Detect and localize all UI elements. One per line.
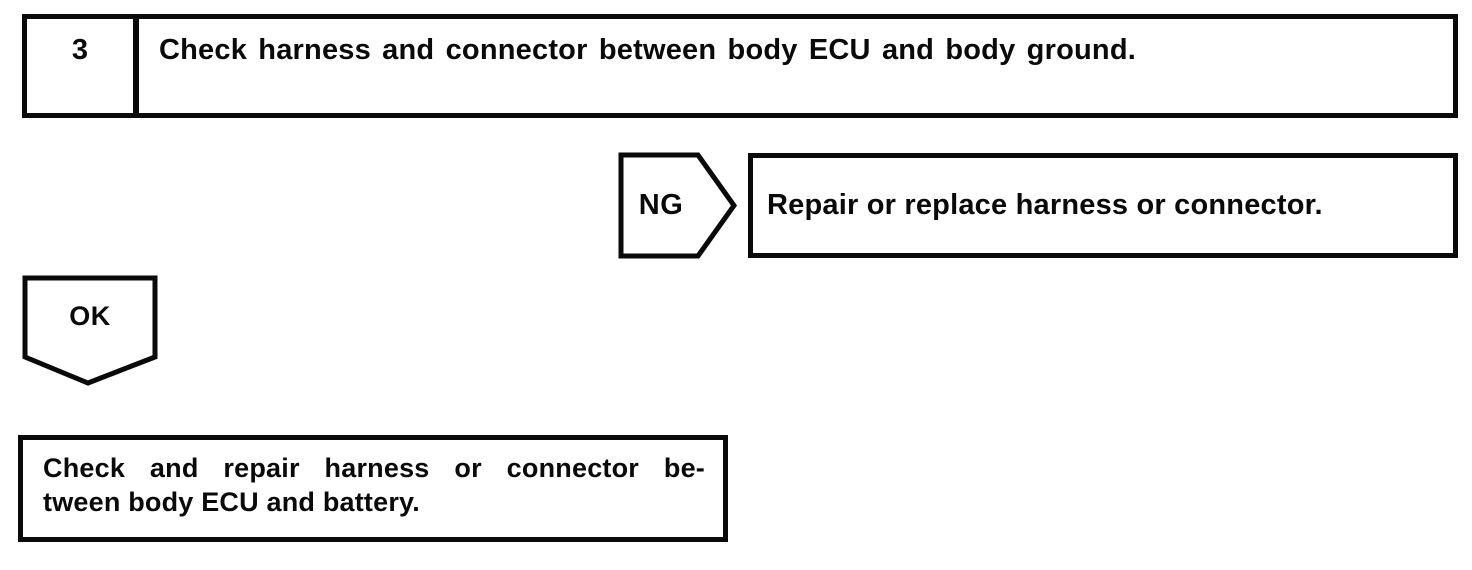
next-action-box: Check and repair harness or connector be… xyxy=(18,435,728,542)
next-action-line1: Check and repair harness or connector be… xyxy=(43,453,705,483)
step-number: 3 xyxy=(71,34,89,66)
step-instruction: Check harness and connector between body… xyxy=(159,34,1136,66)
step-number-cell: 3 xyxy=(27,19,139,113)
ng-pentagon-icon xyxy=(618,152,738,259)
ok-pentagon-icon xyxy=(22,275,158,386)
ng-label: NG xyxy=(638,189,684,221)
next-action-line2: tween body ECU and battery. xyxy=(43,487,420,517)
step-box: 3 Check harness and connector between bo… xyxy=(22,14,1458,118)
ok-label: OK xyxy=(69,300,111,331)
ng-result-box: Repair or replace harness or connector. xyxy=(748,153,1458,258)
ng-result-text: Repair or replace harness or connector. xyxy=(767,189,1323,221)
ok-arrow-shape xyxy=(22,275,158,386)
ng-arrow-shape xyxy=(618,152,738,259)
